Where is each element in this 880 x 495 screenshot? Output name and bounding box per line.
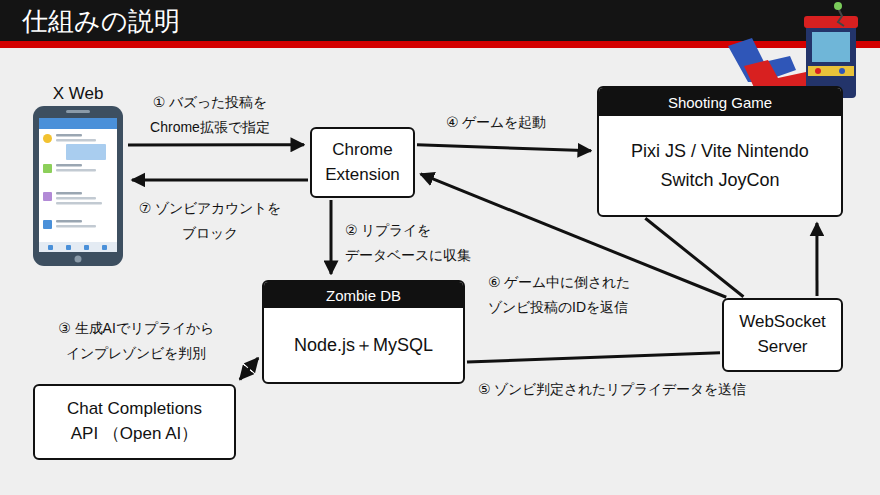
process-box: Chat Completions API （Open AI） <box>33 384 236 460</box>
box-text: Chat Completions API （Open AI） <box>43 397 226 446</box>
box-text: WebSocket Server <box>732 310 833 359</box>
step-label: ② リプライを データベースに収集 <box>345 218 505 267</box>
nav-icon <box>48 245 53 250</box>
step-label: ③ 生成AIでリプライから インプレゾンビを判別 <box>34 316 238 365</box>
connector-arrow <box>467 353 720 362</box>
connector-arrow <box>645 218 743 297</box>
cabinet-button <box>815 68 821 74</box>
text-line <box>56 164 82 167</box>
nav-icon <box>66 245 71 250</box>
box-body: Pixi JS / Vite Nintendo Switch JoyCon <box>599 116 841 215</box>
titled-box: Zombie DB Node.js＋MySQL <box>262 280 465 384</box>
cabinet-sign <box>804 16 858 28</box>
connector-arrow <box>417 145 591 151</box>
title-text: 仕組みの説明 <box>22 3 180 39</box>
connector-arrow <box>815 223 818 296</box>
home-button <box>75 256 82 263</box>
connector-arrow <box>240 358 258 379</box>
phone-illustration <box>30 106 126 268</box>
box-heading: Zombie DB <box>264 282 463 308</box>
character-figure <box>834 2 842 10</box>
box-text: Chrome Extension <box>320 138 405 187</box>
avatar-icon <box>43 192 52 201</box>
text-line <box>56 197 96 200</box>
phone-body <box>33 106 123 266</box>
screen-footer <box>39 242 117 252</box>
step-label: ⑥ ゲーム中に倒された ゾンビ投稿のIDを返信 <box>488 270 678 319</box>
process-box: Chrome Extension <box>310 127 415 198</box>
box-text: Pixi JS / Vite Nintendo Switch JoyCon <box>613 137 828 195</box>
text-line <box>56 202 102 205</box>
text-line <box>56 220 82 223</box>
phone-screen <box>39 118 117 252</box>
titled-box: Shooting GamePixi JS / Vite Nintendo Swi… <box>597 86 843 217</box>
avatar-icon <box>43 220 52 229</box>
process-box: WebSocket Server <box>722 298 843 372</box>
phone-device: X Web <box>30 84 126 266</box>
cabinet-button <box>839 68 845 74</box>
text-line <box>56 169 96 172</box>
text-line <box>56 192 82 195</box>
phone-speaker <box>66 110 90 113</box>
screen-header <box>39 118 117 129</box>
step-label: ① バズった投稿を Chrome拡張で指定 <box>130 90 290 139</box>
device-label: X Web <box>30 84 126 104</box>
step-label: ⑦ ゾンビアカウントを ブロック <box>130 196 290 245</box>
cabinet-panel <box>808 66 854 76</box>
text-line <box>56 134 82 137</box>
text-line <box>56 225 96 228</box>
connector-arrow <box>132 178 308 181</box>
connector-arrow <box>330 200 333 274</box>
avatar-icon <box>43 164 52 173</box>
box-heading: Shooting Game <box>599 88 841 116</box>
connector-arrow <box>128 143 304 146</box>
image-block <box>66 144 106 160</box>
step-label: ⑤ ゾンビ判定されたリプライデータを送信 <box>478 377 798 402</box>
nav-icon <box>102 245 107 250</box>
avatar-icon <box>43 134 52 143</box>
text-line <box>56 139 96 142</box>
nav-icon <box>84 245 89 250</box>
cabinet-screen <box>812 32 850 62</box>
box-body: Node.js＋MySQL <box>264 308 463 382</box>
box-text: Node.js＋MySQL <box>294 331 433 360</box>
arcade-illustration <box>728 2 858 98</box>
step-label: ④ ゲームを起動 <box>446 110 586 135</box>
